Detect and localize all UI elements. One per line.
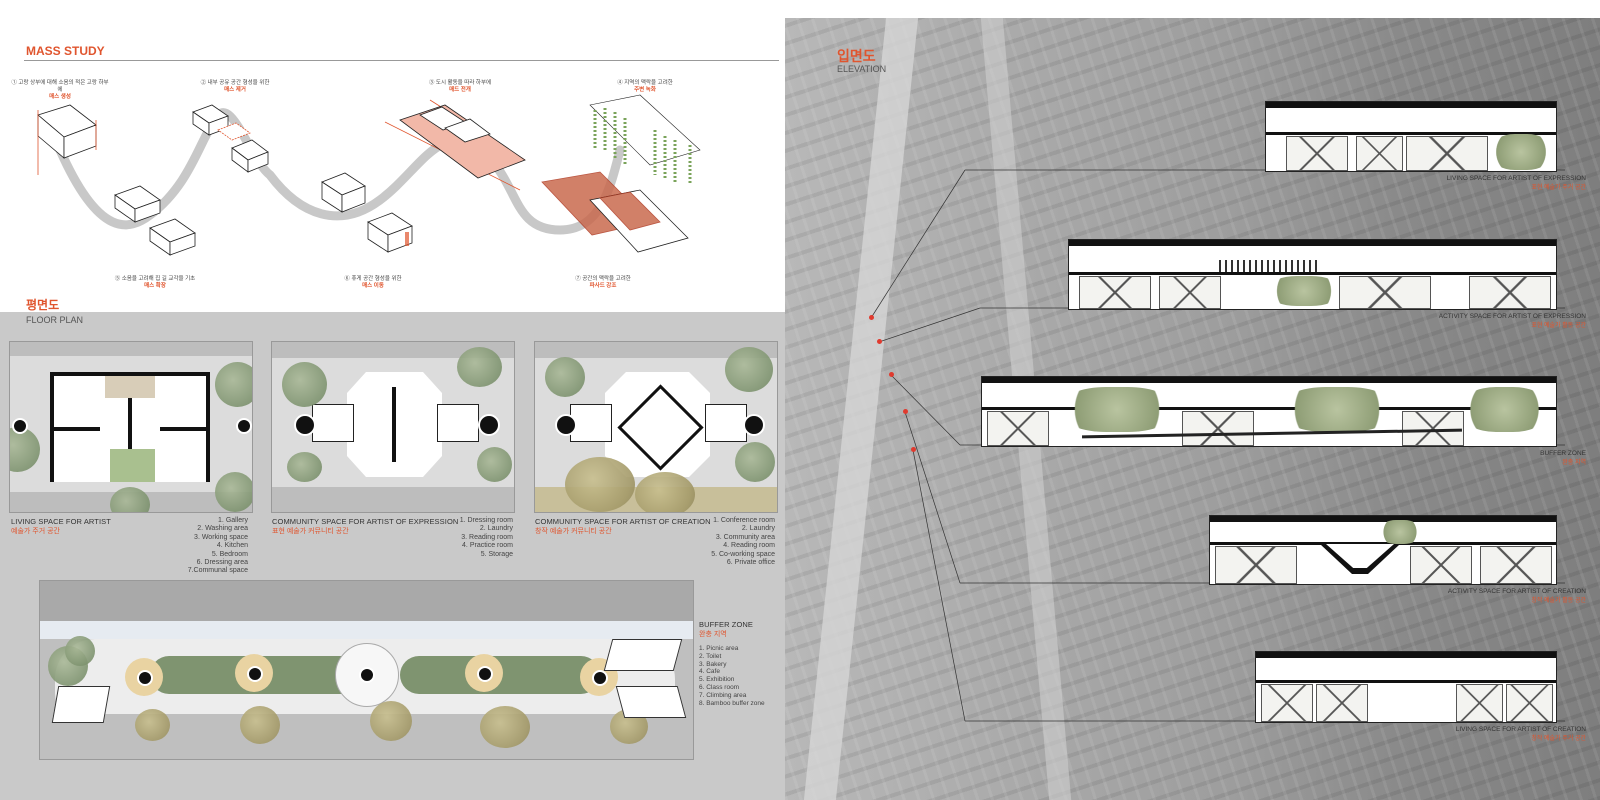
plan-expression-legend: 1. Dressing room 2. Laundry 3. Reading r…: [459, 517, 513, 558]
mass-green-4: [589, 94, 701, 185]
plan-creation-legend: 1. Conference room 2. Laundry 3. Communi…: [711, 517, 775, 567]
elevation-activity-creation: [1209, 515, 1557, 585]
buffer-marker-icon: [137, 670, 153, 686]
buffer-marker-icon: [247, 666, 263, 682]
site-marker: [869, 315, 874, 320]
elevation-panel: 입면도 ELEVATION LIVING SPACE FOR ARTIST OF…: [785, 18, 1600, 800]
plan-community-expression: [271, 341, 515, 513]
plan-buffer-zone: [39, 580, 694, 760]
mass-study-diagram: [37, 94, 701, 256]
plan-marker-icon: [555, 414, 577, 436]
plan-marker-icon: [294, 414, 316, 436]
floor-plan-title-ko: 평면도: [26, 298, 60, 312]
site-marker: [911, 447, 916, 452]
mass-box-5: [114, 185, 196, 256]
elevation-caption-4: ACTIVITY SPACE FOR ARTIST OF CREATION 창작…: [1447, 588, 1586, 604]
elevation-caption-2: ACTIVITY SPACE FOR ARTIST OF EXPRESSION …: [1438, 313, 1586, 329]
buffer-zone-legend: BUFFER ZONE 완충 지역 1. Picnic area 2. Toil…: [699, 620, 765, 707]
elevation-caption-3: BUFFER ZONE 완충 지역: [1540, 450, 1586, 466]
site-marker: [903, 409, 908, 414]
mass-box-2: [192, 104, 269, 173]
plan-marker-icon: [236, 418, 252, 434]
site-marker: [889, 372, 894, 377]
mass-box-6: [321, 172, 413, 253]
elevation-buffer-zone: [981, 376, 1557, 447]
plan-marker-icon: [743, 414, 765, 436]
elevation-living-creation: [1255, 651, 1557, 723]
mass-study-panel: MASS STUDY: [0, 0, 785, 312]
plan-living-legend: 1. Gallery 2. Washing area 3. Working sp…: [187, 517, 248, 575]
plan-community-creation: [534, 341, 778, 513]
buffer-marker-icon: [592, 670, 608, 686]
plan-marker-icon: [12, 418, 28, 434]
buffer-marker-icon: [477, 666, 493, 682]
plan-expression-caption: COMMUNITY SPACE FOR ARTIST OF EXPRESSION…: [272, 517, 459, 535]
plan-living-space: [9, 341, 253, 513]
elevation-activity-expression: [1068, 239, 1557, 310]
elevation-living-expression: [1265, 101, 1557, 172]
elevation-title-en: ELEVATION: [837, 64, 887, 74]
plan-living-caption: LIVING SPACE FOR ARTIST 예술가 주거 공간: [11, 517, 111, 535]
mass-red-7: [541, 171, 689, 253]
elevation-caption-1: LIVING SPACE FOR ARTIST OF EXPRESSION 표현…: [1446, 175, 1586, 191]
elevation-title-ko: 입면도: [837, 48, 876, 64]
buffer-marker-icon: [359, 667, 375, 683]
title-divider: [24, 60, 779, 61]
mass-box-1: [37, 104, 97, 175]
plan-creation-caption: COMMUNITY SPACE FOR ARTIST OF CREATION 창…: [535, 517, 711, 535]
floor-plan-title-en: FLOOR PLAN: [26, 315, 84, 325]
mass-slab-3: [384, 99, 526, 191]
mass-study-title: MASS STUDY: [26, 44, 105, 58]
site-marker: [877, 339, 882, 344]
floor-plan-panel: FLOOR PLAN LIVING SPACE FOR ARTIST 예술가 주…: [0, 312, 785, 800]
plan-marker-icon: [478, 414, 500, 436]
elevation-caption-5: LIVING SPACE FOR ARTIST OF CREATION 창작 예…: [1455, 726, 1586, 742]
